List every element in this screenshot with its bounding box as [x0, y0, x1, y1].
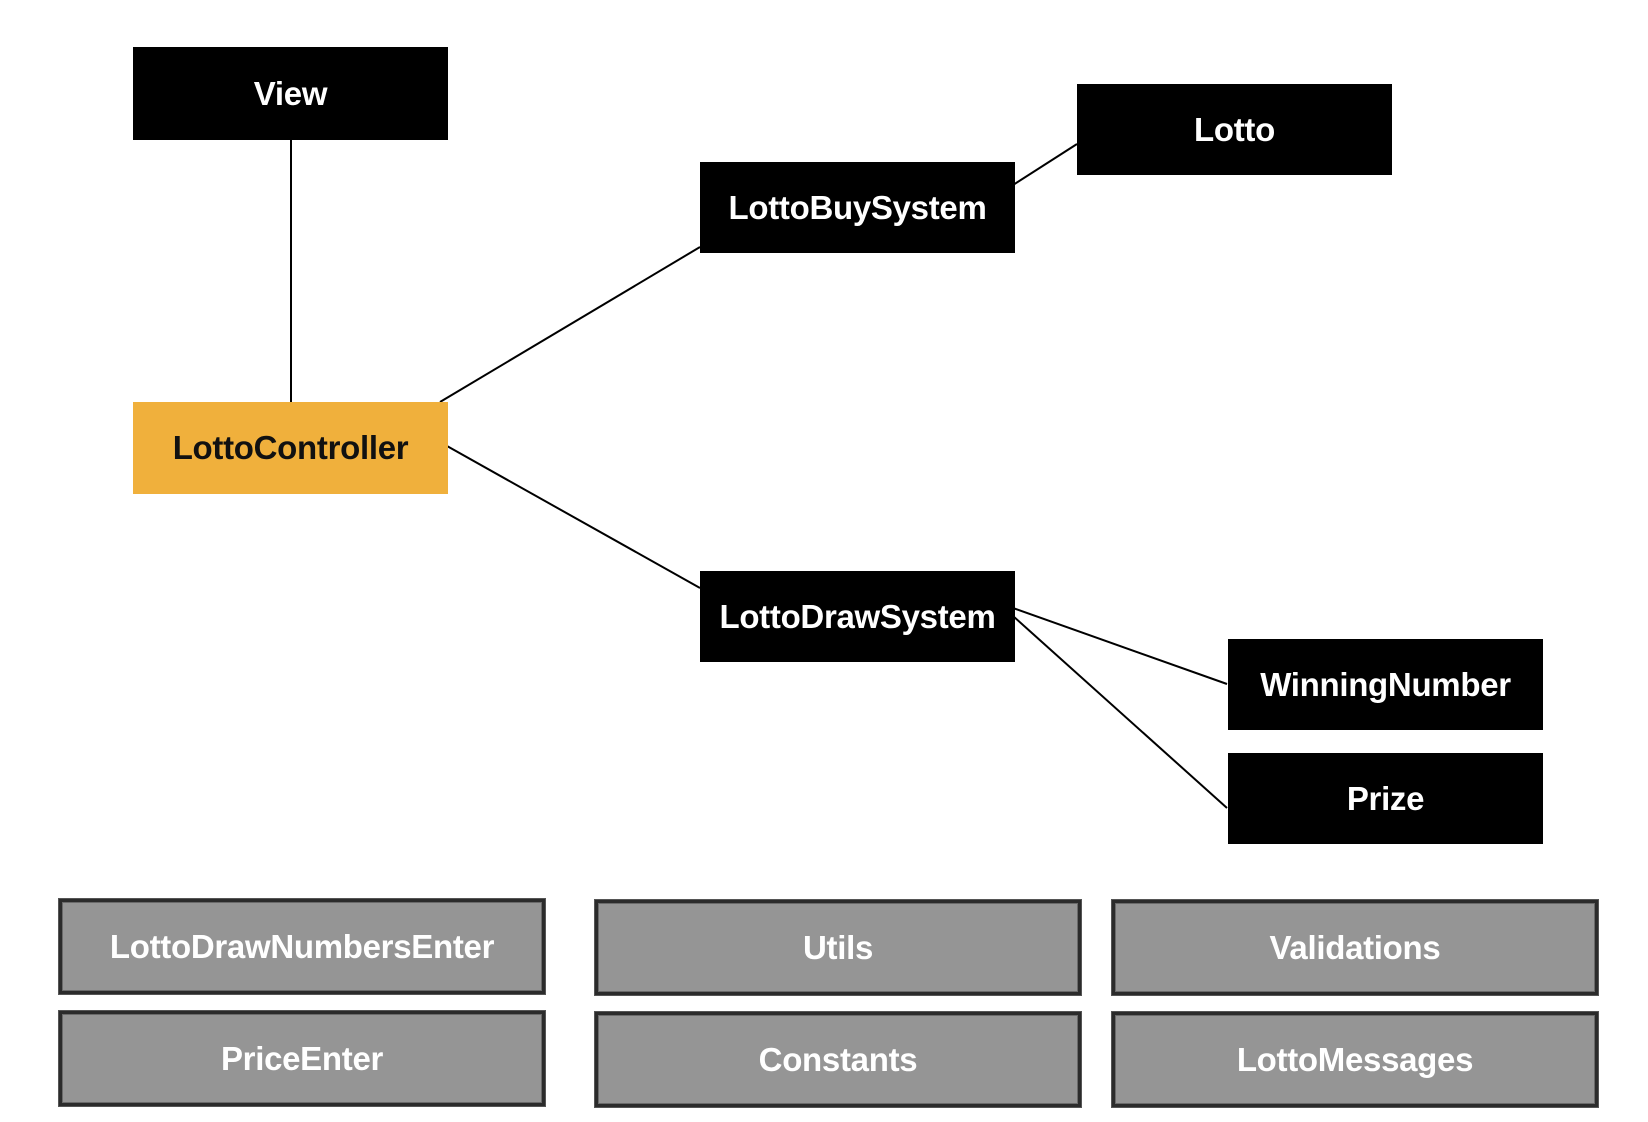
- node-winning-number: WinningNumber: [1228, 639, 1543, 730]
- node-view: View: [133, 47, 448, 140]
- node-lotto-buy-system: LottoBuySystem: [700, 162, 1015, 253]
- node-lotto: Lotto: [1077, 84, 1392, 175]
- node-lotto-draw-system: LottoDrawSystem: [700, 571, 1015, 662]
- connector-controller-buy-system: [439, 246, 701, 403]
- node-lotto-controller: LottoController: [133, 402, 448, 494]
- util-lotto-draw-numbers-enter: LottoDrawNumbersEnter: [59, 899, 545, 994]
- node-prize: Prize: [1228, 753, 1543, 844]
- connector-controller-draw-system: [446, 445, 701, 589]
- util-validations: Validations: [1112, 900, 1598, 995]
- connector-draw-system-winning-number: [1012, 607, 1228, 685]
- connector-buy-system-lotto: [1012, 143, 1078, 186]
- util-lotto-messages: LottoMessages: [1112, 1012, 1598, 1107]
- connector-draw-system-prize: [1012, 615, 1228, 809]
- util-constants: Constants: [595, 1012, 1081, 1107]
- util-utils: Utils: [595, 900, 1081, 995]
- util-price-enter: PriceEnter: [59, 1011, 545, 1106]
